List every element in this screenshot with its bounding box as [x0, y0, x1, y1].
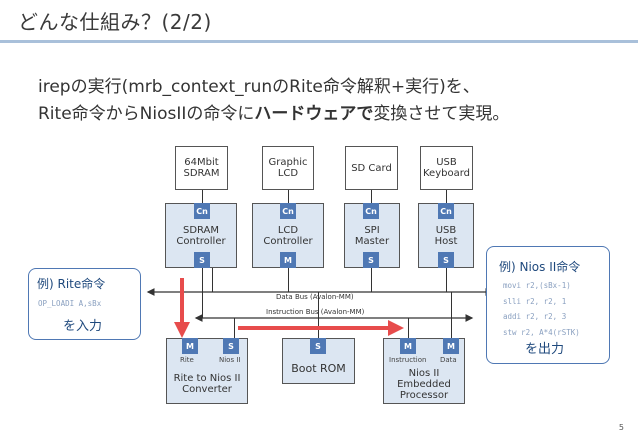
controller-label: Host: [434, 235, 458, 247]
intro-line-2-prefix: Rite命令からNiosIIの命令に: [38, 104, 255, 124]
converter-label: Rite to Nios II: [173, 373, 241, 384]
controller-port: Cn: [438, 203, 454, 219]
callout-code-line: stw r2, A*4(rSTK): [503, 328, 580, 337]
processor-port-instruction: M: [400, 338, 416, 354]
wire: [446, 268, 447, 292]
callout-title: 例) Rite命令: [37, 277, 106, 291]
processor-port-data: M: [443, 338, 459, 354]
controller-label: USB: [435, 224, 457, 236]
device-sd-card: SD Card: [345, 146, 398, 190]
controller-port: Cn: [280, 203, 296, 219]
processor-port-label: Instruction: [389, 356, 427, 364]
boot-rom-port: S: [310, 338, 326, 354]
callout-code-line: addi r2, r2, 3: [503, 312, 567, 321]
controller-port: Cn: [363, 203, 379, 219]
controller-label: SPI: [364, 224, 380, 236]
wire: [446, 190, 447, 203]
intro-line-2: Rite命令からNiosIIの命令にハードウェアで変換させて実現。: [38, 99, 509, 124]
wire: [288, 190, 289, 203]
callout-code: OP_LOADI A,sBx: [38, 299, 102, 308]
device-label: SD Card: [351, 162, 392, 174]
callout-footer: を出力: [525, 342, 565, 357]
controller-label: SDRAM: [182, 224, 220, 236]
converter-label: Converter: [182, 384, 232, 395]
controller-label: Master: [354, 235, 390, 247]
device-label: 64Mbit: [184, 157, 219, 168]
device-label: LCD: [277, 168, 299, 179]
wire: [371, 268, 372, 292]
intro-line-2-suffix: 変換させて実現。: [373, 104, 510, 124]
converter-port-nios: S: [223, 338, 239, 354]
converter-port-label: Nios II: [219, 356, 241, 364]
controller-port: M: [280, 252, 296, 268]
converter-port-label: Rite: [180, 356, 194, 364]
device-label: Graphic: [268, 157, 308, 168]
wire: [234, 318, 235, 338]
controller-port: S: [363, 252, 379, 268]
nios-ii-processor: Nios II Embedded Processor: [383, 338, 465, 404]
intro-line-1: irepの実行(mrb_context_runのRite命令解釈+実行)を、: [38, 77, 480, 97]
device-sdram: 64Mbit SDRAM: [175, 146, 228, 190]
controller-label: Controller: [263, 235, 313, 247]
controller-label: Controller: [176, 235, 226, 247]
title-divider: [0, 40, 638, 43]
device-label: SDRAM: [183, 168, 220, 179]
intro-line-2-emphasis: ハードウェアで: [254, 104, 374, 124]
controller-label: LCD: [277, 224, 299, 236]
nios-instruction-callout: 例) Nios II命令 movi r2,(sBx-1) slli r2, r2…: [486, 246, 610, 364]
processor-label: Processor: [399, 389, 449, 401]
controller-port: Cn: [194, 203, 210, 219]
rite-to-nios-converter: Rite to Nios II Converter: [166, 338, 248, 404]
converter-port-rite: M: [182, 338, 198, 354]
controller-port: S: [194, 252, 210, 268]
wire: [371, 190, 372, 203]
processor-port-label: Data: [440, 356, 457, 364]
slide-title: どんな仕組み？(2/2): [18, 10, 212, 34]
wire: [288, 268, 289, 292]
instruction-bus-label: Instruction Bus (Avalon-MM): [266, 308, 365, 316]
controller-port: S: [438, 252, 454, 268]
callout-title: 例) Nios II命令: [499, 260, 581, 274]
boot-rom-label: Boot ROM: [291, 361, 346, 375]
callout-footer: を入力: [63, 319, 103, 334]
wire: [202, 190, 203, 203]
wire: [212, 268, 213, 292]
processor-label: Nios II: [408, 367, 440, 379]
device-label: Keyboard: [422, 168, 470, 179]
device-graphic-lcd: Graphic LCD: [262, 146, 314, 190]
data-bus-label: Data Bus (Avalon-MM): [276, 293, 354, 301]
callout-code-line: movi r2,(sBx-1): [503, 281, 571, 290]
rite-instruction-callout: 例) Rite命令 OP_LOADI A,sBx を入力: [28, 268, 141, 340]
device-label: USB: [436, 157, 457, 168]
processor-label: Embedded: [397, 378, 451, 390]
page-number: 5: [618, 423, 624, 432]
callout-code-line: slli r2, r2, 1: [503, 297, 567, 306]
device-usb-keyboard: USB Keyboard: [420, 146, 473, 190]
wire: [408, 318, 409, 338]
